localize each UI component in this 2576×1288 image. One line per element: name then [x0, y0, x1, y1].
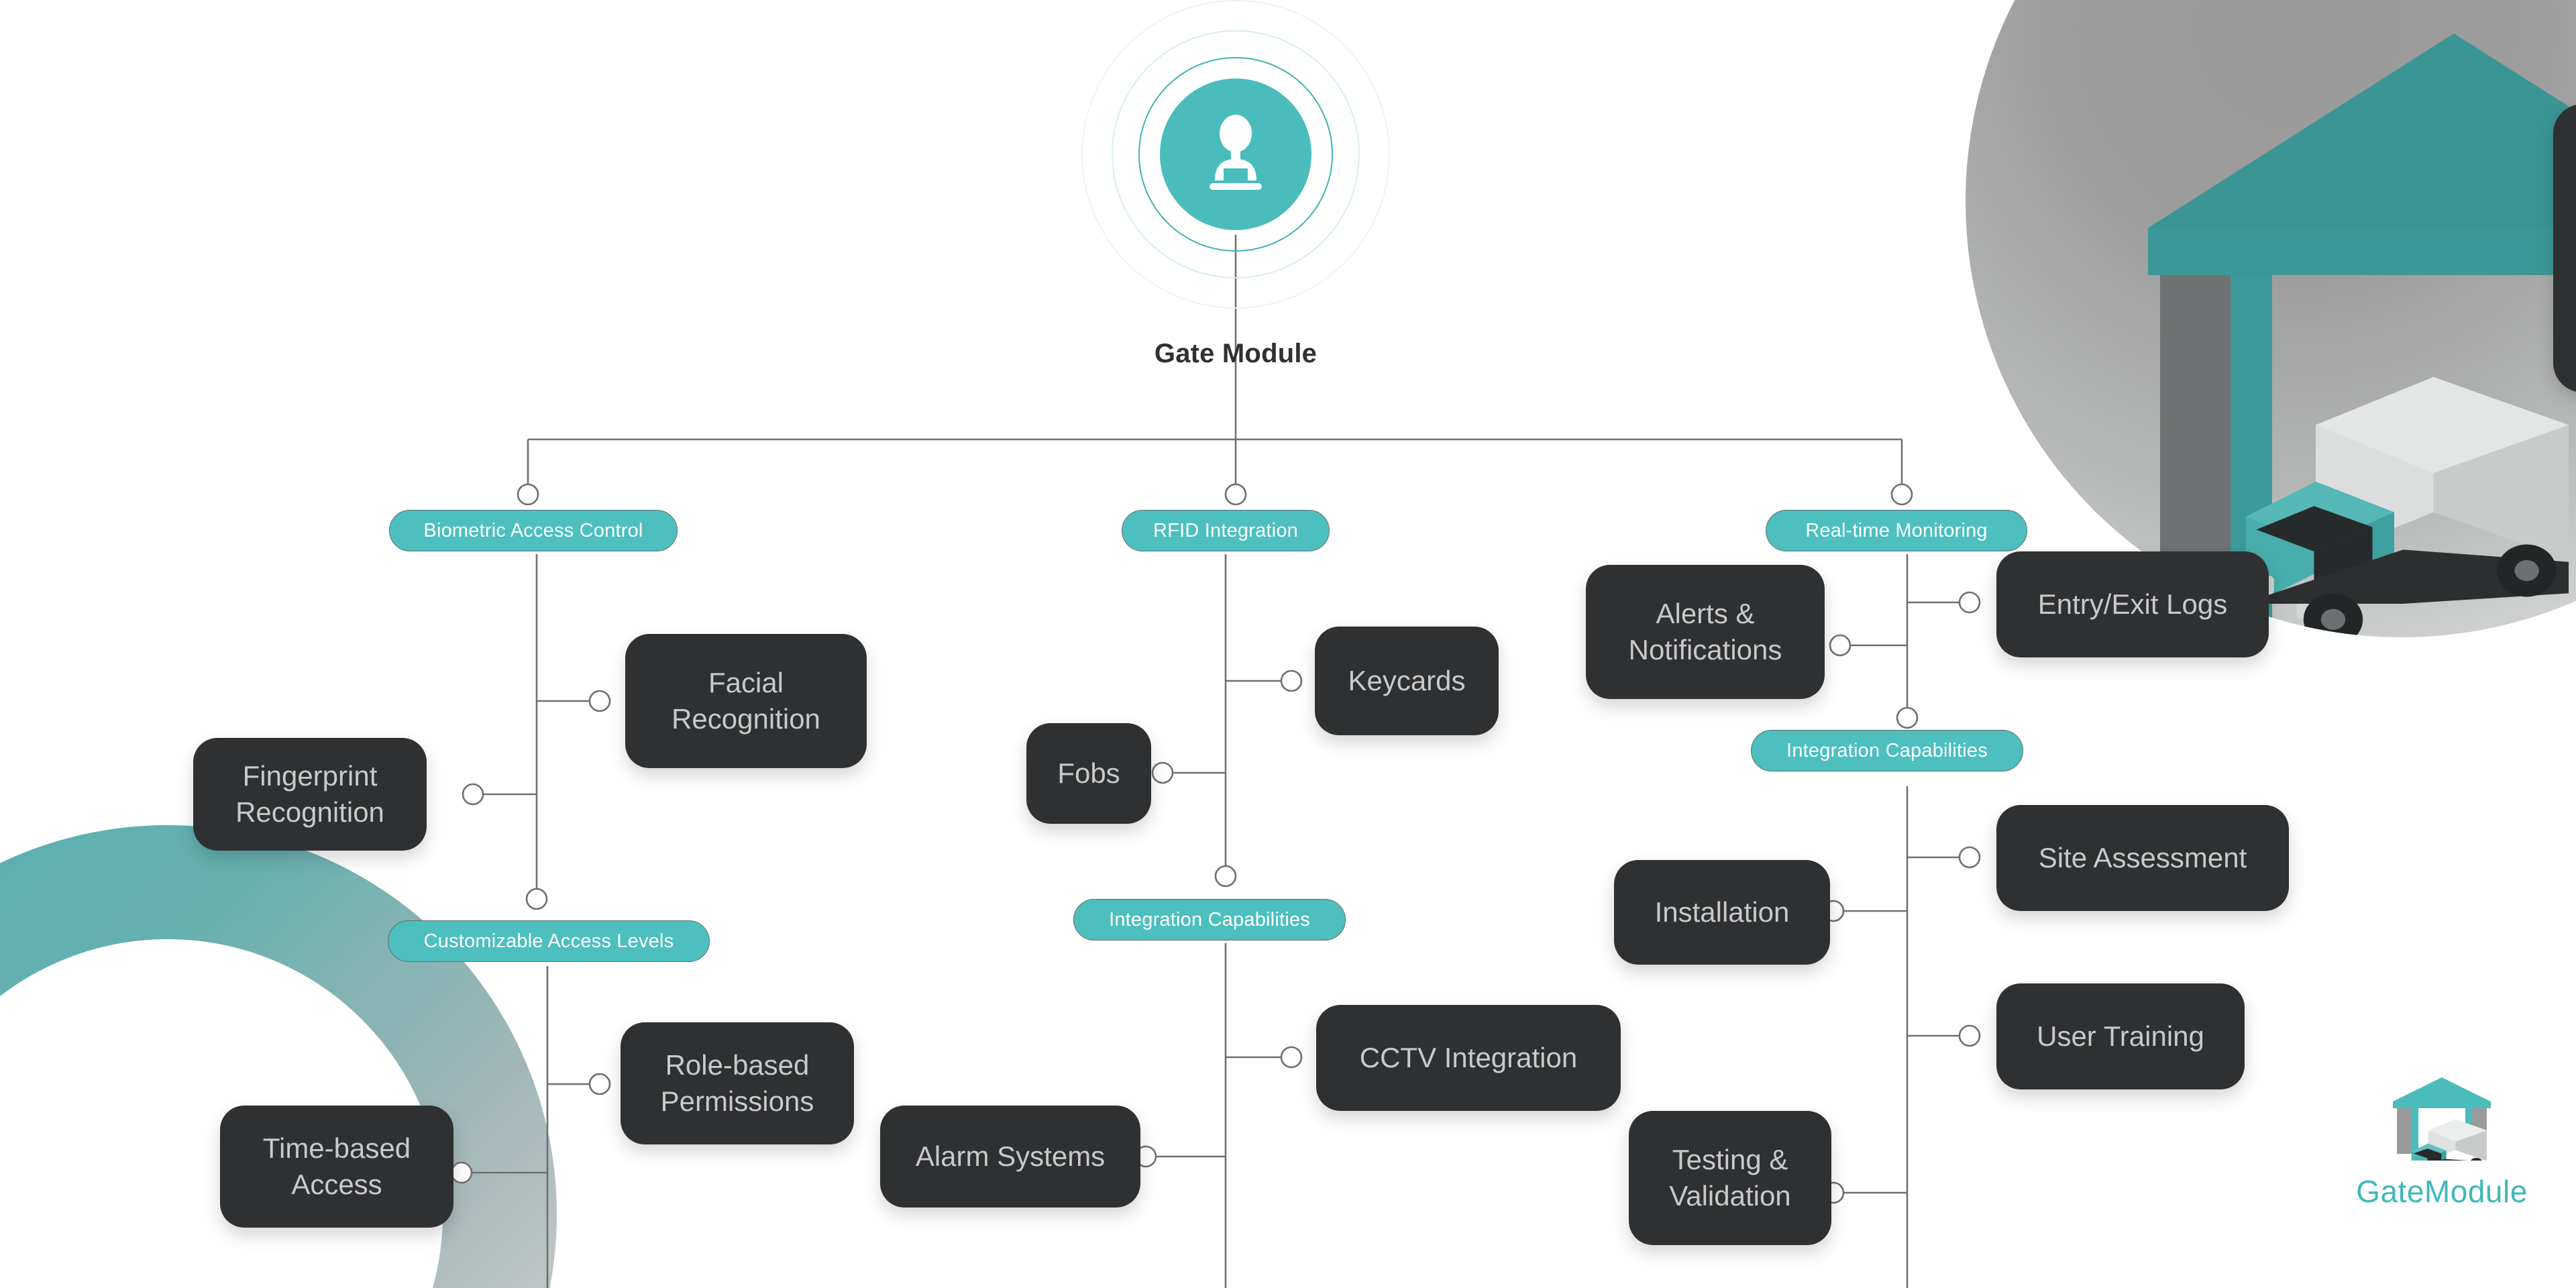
root-title: Gate Module [1154, 339, 1318, 368]
leaf-card-alerts-notifications[interactable]: Alerts & Notifications [1586, 565, 1825, 699]
leaf-card-fingerprint-recognition[interactable]: Fingerprint Recognition [193, 738, 427, 851]
leaf-card-testing-validation[interactable]: Testing & Validation [1629, 1111, 1831, 1245]
root-disc [1160, 78, 1311, 230]
leaf-card-user-training[interactable]: User Training [1996, 983, 2245, 1089]
branch-pill-biometric-access-control[interactable]: Biometric Access Control [389, 510, 678, 551]
brand-lockup: GateModule [2341, 1073, 2542, 1210]
subbranch-pill-integration-capabilities-monitoring[interactable]: Integration Capabilities [1751, 730, 2023, 771]
subbranch-pill-integration-capabilities-rfid[interactable]: Integration Capabilities [1073, 899, 1346, 941]
leaf-card-alarm-systems[interactable]: Alarm Systems [880, 1106, 1140, 1208]
leaf-card-facial-recognition[interactable]: Facial Recognition [625, 634, 867, 768]
leaf-card-cctv-integration[interactable]: CCTV Integration [1316, 1005, 1621, 1111]
leaf-card-time-based-access[interactable]: Time-based Access [220, 1106, 453, 1228]
leaf-card-keycards[interactable]: Keycards [1315, 627, 1499, 735]
root-node[interactable] [1081, 0, 1390, 309]
leaf-card-installation[interactable]: Installation [1614, 860, 1830, 965]
leaf-card-role-based-permissions[interactable]: Role-based Permissions [621, 1022, 854, 1144]
branch-pill-real-time-monitoring[interactable]: Real-time Monitoring [1766, 510, 2027, 551]
root-ring-inner [1138, 57, 1333, 252]
gate-canopy-truck-icon [2393, 1077, 2491, 1181]
offscreen-card [2553, 104, 2576, 392]
root-ring-middle [1112, 30, 1360, 278]
leaf-card-entry-exit-logs[interactable]: Entry/Exit Logs [1996, 551, 2269, 657]
presenter-person-icon [1210, 115, 1262, 190]
subbranch-pill-customizable-access-levels[interactable]: Customizable Access Levels [388, 920, 710, 962]
branch-pill-rfid-integration[interactable]: RFID Integration [1122, 510, 1330, 551]
root-ring-outer [1081, 0, 1390, 309]
brand-name: GateModule [2356, 1174, 2528, 1209]
leaf-card-fobs[interactable]: Fobs [1026, 723, 1151, 824]
leaf-card-site-assessment[interactable]: Site Assessment [1996, 805, 2289, 911]
